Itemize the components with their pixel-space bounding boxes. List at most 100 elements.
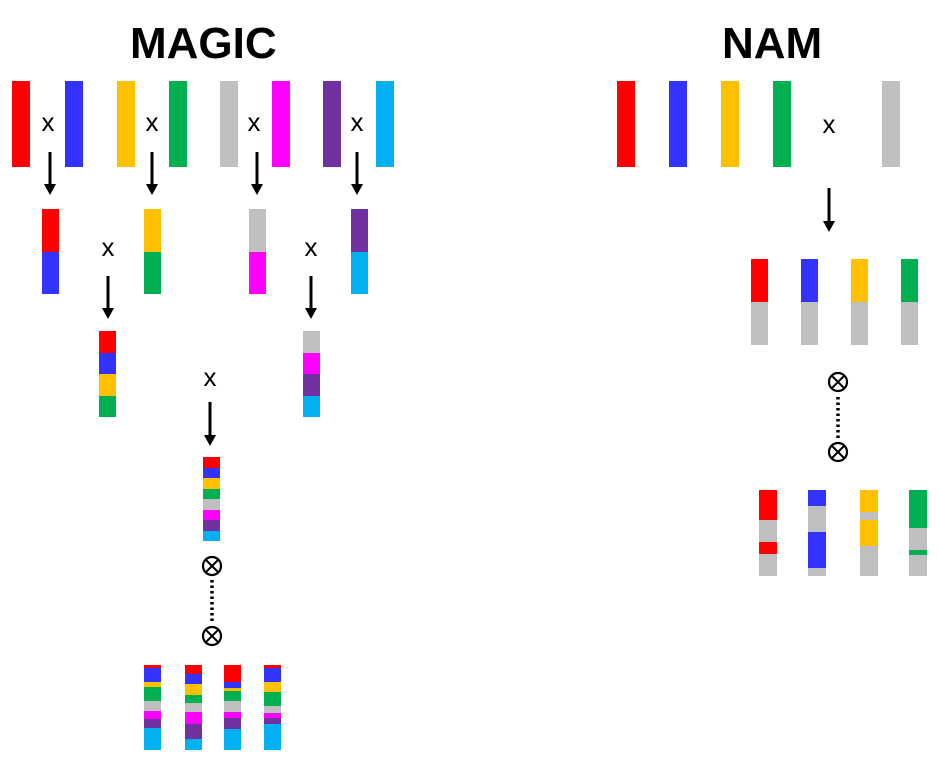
nam-cross: x xyxy=(822,109,836,139)
magic-title: MAGIC xyxy=(130,19,277,68)
magic-ril-1-segment-green xyxy=(144,687,161,701)
magic-founder-gray xyxy=(220,81,238,167)
magic-selfing-2 xyxy=(201,625,223,647)
magic-cross-6: x xyxy=(304,232,318,262)
nam-f1-red xyxy=(751,259,768,345)
nam-arrow xyxy=(823,188,835,232)
nam-ril-blue-segment-gray xyxy=(808,568,826,576)
magic-ril-4-segment-gray xyxy=(264,705,281,713)
magic-ril-3-segment-purple xyxy=(224,717,241,730)
magic-cross-3: x xyxy=(247,107,261,137)
magic-ril-2-segment-magenta xyxy=(185,712,202,724)
magic-founder-red xyxy=(12,81,30,167)
nam-ril-blue-segment-blue xyxy=(808,532,826,568)
magic-cross-7: x xyxy=(203,362,217,392)
nam-founder-blue-segment-blue xyxy=(669,81,687,167)
magic-8way-segment-red xyxy=(203,457,220,468)
nam-selfing-1 xyxy=(827,371,849,393)
magic-8way-segment-blue xyxy=(203,467,220,478)
nam-f1-red-segment-red xyxy=(751,259,768,302)
magic-8way-segment-gray xyxy=(203,499,220,510)
magic-4way-a xyxy=(99,331,116,417)
nam-ril-blue-segment-gray xyxy=(808,506,826,532)
nam-ril-green-segment-green xyxy=(909,550,927,555)
magic-ril-2-segment-red xyxy=(185,665,202,675)
magic-4way-a-segment-red xyxy=(99,331,116,353)
magic-f1-purple-cyan xyxy=(351,209,368,294)
magic-ril-1-segment-magenta xyxy=(144,710,161,720)
magic-ril-4-segment-purple xyxy=(264,717,281,725)
nam-founder-yellow-segment-yellow xyxy=(721,81,739,167)
magic-4way-a-segment-green xyxy=(99,395,116,417)
nam-f1-blue-segment-blue xyxy=(801,259,818,302)
nam-founder-green xyxy=(773,81,791,167)
nam-f1-red-segment-gray xyxy=(751,302,768,345)
magic-founder-gray-segment-gray xyxy=(220,81,238,167)
magic-ril-2-segment-gray xyxy=(185,702,202,713)
magic-ril-4-segment-blue xyxy=(264,668,281,682)
magic-f1-gray-magenta-segment-magenta xyxy=(249,251,266,294)
magic-ril-2-segment-cyan xyxy=(185,738,202,750)
nam-ril-yellow-segment-gray xyxy=(860,512,878,520)
magic-ril-1-segment-purple xyxy=(144,719,161,728)
magic-4way-a-segment-yellow xyxy=(99,374,116,396)
nam-ril-blue xyxy=(808,490,826,576)
magic-ril-3 xyxy=(224,665,241,750)
magic-founder-magenta-segment-magenta xyxy=(272,81,290,167)
magic-arrow-1a xyxy=(44,152,56,195)
magic-founder-yellow-segment-yellow xyxy=(117,81,135,167)
magic-founder-green xyxy=(169,81,187,167)
magic-8way-segment-cyan xyxy=(203,530,220,541)
magic-founder-green-segment-green xyxy=(169,81,187,167)
magic-ril-2-segment-green xyxy=(185,695,202,703)
magic-f1-gray-magenta-segment-gray xyxy=(249,209,266,252)
magic-cross-1: x xyxy=(41,107,55,137)
nam-selfing-2 xyxy=(827,441,849,463)
nam-ril-red-segment-red xyxy=(759,490,777,520)
magic-ril-3-segment-yellow xyxy=(224,687,241,692)
magic-4way-a-segment-blue xyxy=(99,352,116,374)
nam-ril-green-segment-green xyxy=(909,490,927,528)
magic-8way-segment-green xyxy=(203,488,220,499)
magic-ril-4-segment-cyan xyxy=(264,724,281,750)
nam-founder-red-segment-red xyxy=(617,81,635,167)
magic-cross-2: x xyxy=(145,107,159,137)
nam-ril-yellow-segment-gray xyxy=(860,546,878,576)
magic-arrow-2a xyxy=(102,276,114,319)
magic-selfing-1 xyxy=(201,555,223,577)
magic-arrow-1c xyxy=(251,152,263,195)
magic-cross-5: x xyxy=(101,232,115,262)
magic-f1-yellow-green-segment-green xyxy=(144,251,161,294)
magic-ril-3-segment-magenta xyxy=(224,712,241,718)
nam-ril-green xyxy=(909,490,927,576)
magic-8way-segment-purple xyxy=(203,520,220,531)
nam-f1-blue-segment-gray xyxy=(801,302,818,345)
magic-cross-4: x xyxy=(350,107,364,137)
magic-ril-4-segment-red xyxy=(264,665,281,669)
magic-ril-2 xyxy=(185,665,202,750)
magic-ril-4 xyxy=(264,665,281,750)
magic-founder-blue-segment-blue xyxy=(65,81,83,167)
magic-arrow-3 xyxy=(204,402,216,446)
magic-arrow-2b xyxy=(305,276,317,319)
magic-4way-b-segment-purple xyxy=(303,374,320,396)
magic-founder-red-segment-red xyxy=(12,81,30,167)
magic-ril-1-segment-gray xyxy=(144,700,161,711)
magic-founder-magenta xyxy=(272,81,290,167)
magic-8way-segment-yellow xyxy=(203,478,220,489)
magic-ril-1-segment-yellow xyxy=(144,681,161,688)
magic-4way-b xyxy=(303,331,320,417)
magic-founder-purple-segment-purple xyxy=(323,81,341,167)
nam-f1-green-segment-green xyxy=(901,259,918,302)
magic-f1-purple-cyan-segment-cyan xyxy=(351,251,368,294)
nam-ril-red-segment-gray xyxy=(759,554,777,576)
magic-4way-b-segment-cyan xyxy=(303,395,320,417)
magic-founder-cyan xyxy=(376,81,394,167)
nam-ril-green-segment-gray xyxy=(909,528,927,550)
nam-founder-yellow xyxy=(721,81,739,167)
magic-ril-3-segment-red xyxy=(224,665,241,682)
magic-arrow-1b xyxy=(146,152,158,195)
nam-ril-blue-segment-blue xyxy=(808,490,826,506)
nam-founder-red xyxy=(617,81,635,167)
